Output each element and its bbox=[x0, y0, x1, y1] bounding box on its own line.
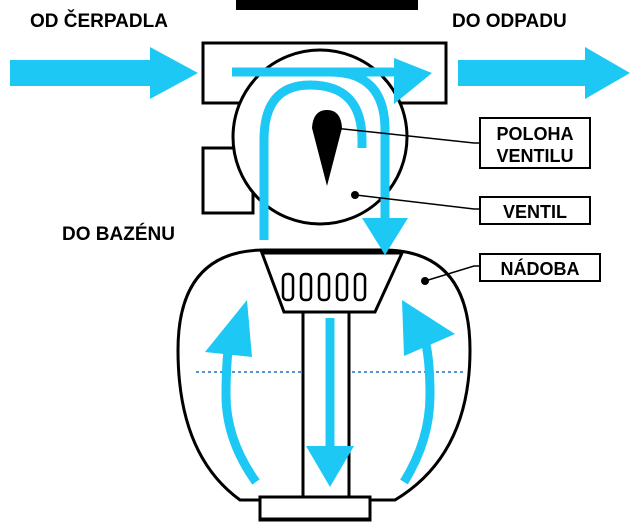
left-vessel-flow bbox=[221, 334, 260, 485]
strainer-arrowhead bbox=[362, 218, 408, 255]
strainer-head bbox=[259, 251, 405, 314]
pipe-arrowhead bbox=[306, 446, 354, 487]
callout-box-valve-position bbox=[479, 117, 591, 169]
callout-valve-position-line2: VENTILU bbox=[496, 146, 573, 166]
label-to-pool: DO BAZÉNU bbox=[62, 223, 175, 245]
callout-box-vessel bbox=[479, 253, 601, 282]
callout-line-vessel bbox=[424, 265, 480, 282]
waste-arrowhead bbox=[394, 58, 432, 104]
callout-line-valve bbox=[355, 194, 480, 210]
callout-valve-position-line1: POLOHA bbox=[496, 124, 573, 144]
outlet-arrow bbox=[458, 47, 630, 99]
callout-lines bbox=[333, 127, 480, 282]
top-black-bar bbox=[236, 0, 418, 10]
callout-box-valve bbox=[479, 196, 591, 225]
flow-paths bbox=[221, 67, 435, 485]
right-vessel-flow bbox=[400, 338, 435, 485]
callout-valve: VENTIL bbox=[503, 202, 567, 222]
callout-vessel: NÁDOBA bbox=[501, 258, 580, 279]
label-from-pump: OD ČERPADLA bbox=[30, 10, 168, 32]
strainer-slots bbox=[281, 272, 367, 302]
pool-flow-path bbox=[259, 80, 367, 240]
right-vessel-arrowhead bbox=[402, 300, 455, 356]
flow-arrows bbox=[10, 47, 630, 487]
strainer-flow-path bbox=[244, 67, 390, 220]
label-to-waste: DO ODPADU bbox=[452, 11, 567, 32]
left-vessel-arrowhead bbox=[205, 300, 252, 357]
callout-line-valve-position bbox=[333, 127, 480, 144]
valve-dot bbox=[351, 191, 359, 199]
pipe-base bbox=[258, 495, 372, 521]
inlet-arrow bbox=[10, 47, 198, 99]
valve-position-indicator bbox=[312, 110, 342, 186]
